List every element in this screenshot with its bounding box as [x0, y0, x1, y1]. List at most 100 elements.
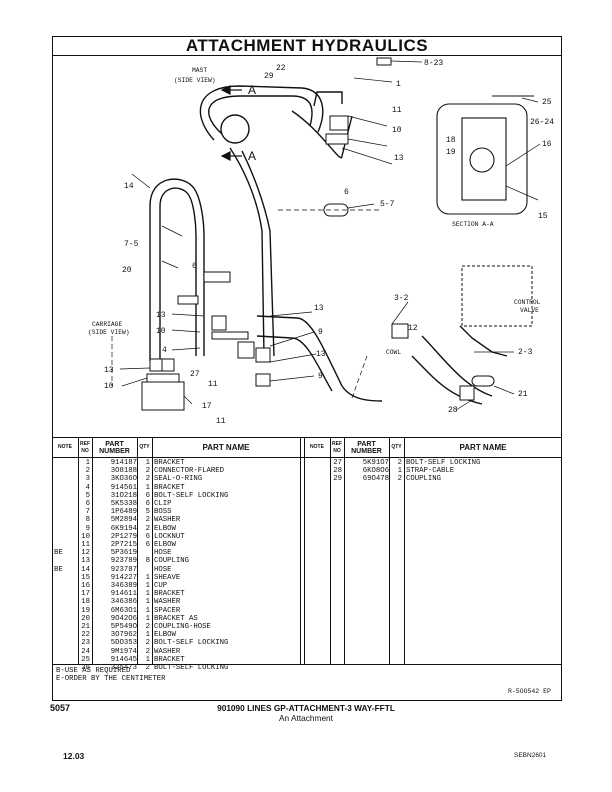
- vertical-hose-2: [241, 150, 275, 357]
- vertical-hose-1: [229, 147, 265, 357]
- fitting-11: [329, 115, 349, 131]
- cell-part-number: 9O42O6: [110, 614, 137, 623]
- bracket-20: [177, 295, 199, 305]
- svg-text:(SIDE VIEW): (SIDE VIEW): [88, 329, 130, 336]
- cell-part-number: 3O7962: [110, 631, 137, 640]
- mast-hose-loop: [208, 95, 313, 135]
- bolt-8-23: [376, 57, 392, 66]
- cell-qty: 1: [397, 467, 402, 476]
- cell-qty: 2: [145, 475, 150, 484]
- cell-qty: 6: [145, 541, 150, 549]
- svg-text:17: 17: [202, 402, 212, 411]
- section-aa-inner: [461, 117, 507, 201]
- svg-text:29: 29: [264, 72, 274, 81]
- cell-part-number: 923787: [110, 565, 137, 574]
- page-frame: [52, 36, 562, 701]
- cell-ref: 16: [81, 582, 90, 590]
- svg-text:11: 11: [208, 380, 218, 389]
- cell-part-name: BOLT-SELF LOCKING: [154, 639, 229, 648]
- svg-text:28: 28: [448, 406, 458, 415]
- hydraulics-diagram: MAST (SIDE VIEW) A A CARRIAGE (SIDE VIEW…: [88, 57, 554, 426]
- cell-qty: 1: [145, 582, 150, 590]
- cell-part-name: HOSE: [154, 565, 172, 574]
- cell-ref: 15: [81, 573, 90, 582]
- svg-text:2-3: 2-3: [518, 348, 533, 357]
- cell-part-name: BOLT-SELF LOCKING: [406, 459, 481, 467]
- cell-ref: 14: [81, 565, 90, 574]
- cell-part-number: 914227: [110, 573, 137, 582]
- cell-part-name: BOSS: [154, 508, 172, 517]
- svg-text:10: 10: [104, 382, 114, 391]
- cell-part-name: BOLT-SELF LOCKING: [154, 664, 229, 672]
- cell-part-number: 914611: [110, 590, 137, 599]
- cell-note: BE: [54, 549, 63, 558]
- section-marker-bottom: A: [248, 149, 256, 163]
- col-note-left: NOTE: [58, 444, 72, 450]
- svg-text:MAST: MAST: [192, 67, 207, 74]
- svg-text:18: 18: [446, 136, 456, 145]
- table-header: [52, 437, 562, 458]
- svg-text:9: 9: [318, 372, 323, 381]
- cell-part-number: 5P549O: [110, 623, 137, 631]
- bracket-17: [141, 381, 185, 411]
- col-name-left: PART NAME: [202, 443, 250, 452]
- cell-part-name: BRACKET: [154, 655, 185, 664]
- cell-part-number: 5K91O7: [362, 459, 389, 467]
- cell-ref: 27: [333, 459, 342, 467]
- svg-text:14: 14: [124, 182, 134, 191]
- cell-qty: 1: [145, 606, 150, 615]
- svg-text:16: 16: [542, 140, 552, 149]
- coupling-21: [459, 385, 475, 401]
- cell-qty: 1: [145, 655, 150, 664]
- svg-text:7-5: 7-5: [124, 240, 139, 249]
- cell-ref: 13: [81, 557, 90, 566]
- svg-text:13: 13: [314, 304, 324, 313]
- fitting-13-left2: [161, 358, 175, 372]
- col-ref-right: REF NO: [332, 440, 342, 454]
- upper-hose: [291, 110, 353, 159]
- notes-section: [52, 664, 562, 665]
- cowl-label: COWL: [386, 349, 401, 356]
- mast-hose-loop-outer: [199, 85, 324, 141]
- lower-hose-2: [256, 335, 333, 392]
- cell-qty: 1: [145, 573, 150, 582]
- svg-text:13: 13: [316, 350, 326, 359]
- group-title: 901090 LINES GP-ATTACHMENT-3 WAY-FFTL: [217, 703, 395, 713]
- page-title: ATTACHMENT HYDRAULICS: [52, 36, 562, 56]
- cell-qty: 6: [145, 532, 150, 541]
- cell-ref: 17: [81, 590, 90, 599]
- cell-part-name: SPACER: [154, 606, 181, 615]
- cell-ref: 18: [81, 598, 90, 607]
- svg-text:20: 20: [122, 266, 132, 275]
- page-number: 12.03: [63, 751, 85, 761]
- strap-28: [471, 375, 495, 387]
- cell-part-number: 2P7215: [110, 541, 137, 549]
- cell-ref: 29: [333, 475, 342, 484]
- cell-part-number: 325473: [110, 664, 137, 672]
- cell-part-number: 6M63O1: [110, 606, 137, 615]
- parts-table: [52, 437, 562, 438]
- cell-part-number: 346386: [110, 598, 137, 607]
- cell-ref: 8: [85, 516, 90, 525]
- cell-ref: 21: [81, 623, 90, 631]
- svg-text:6: 6: [344, 188, 349, 197]
- cell-qty: 8: [145, 557, 150, 566]
- group-subtitle: An Attachment: [279, 713, 333, 723]
- cell-ref: 7: [85, 508, 90, 517]
- cell-part-number: 914645: [110, 655, 137, 664]
- fitting-13-mid: [211, 315, 227, 331]
- cell-part-name: COUPLING-HOSE: [154, 623, 211, 631]
- svg-text:25: 25: [542, 98, 552, 107]
- svg-text:9: 9: [318, 328, 323, 337]
- drawing-ref-code: R-5OO542 EP: [508, 688, 551, 695]
